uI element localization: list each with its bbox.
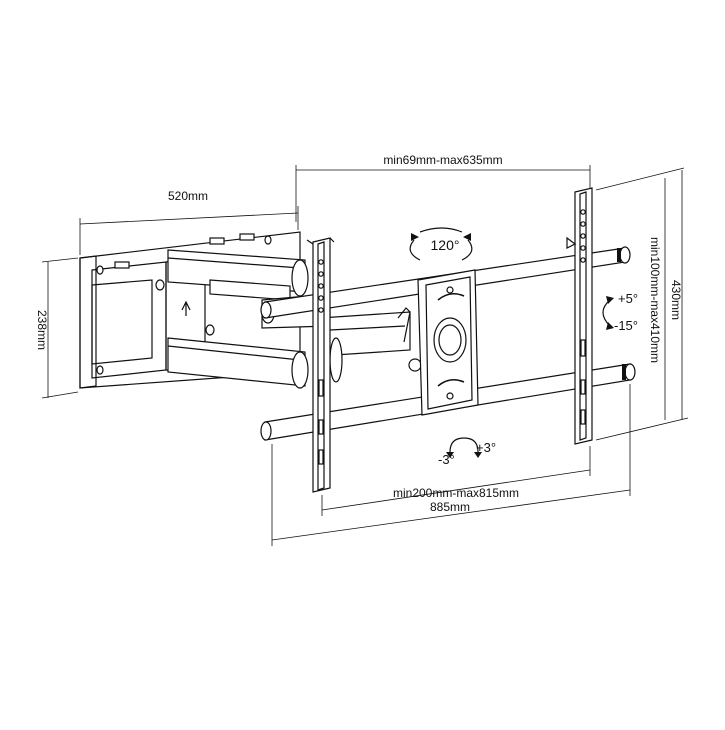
- label-tilt-up: +5°: [618, 291, 638, 306]
- label-430mm: 430mm: [669, 280, 683, 320]
- dimension-520mm: 520mm: [79, 189, 299, 255]
- label-vesa-vertical: min100mm-max410mm: [648, 237, 662, 363]
- dimension-430mm: 430mm: [595, 167, 689, 441]
- swivel-indicator: 120°: [409, 227, 473, 261]
- tilt-indicator: +5° -15°: [602, 291, 638, 333]
- label-extension: min69mm-max635mm: [383, 153, 502, 167]
- label-vesa-horizontal: min200mm-max815mm: [393, 486, 519, 500]
- label-885mm: 885mm: [430, 500, 470, 514]
- center-plate: [417, 269, 479, 416]
- level-indicator: -3° +3°: [438, 437, 496, 467]
- label-520mm: 520mm: [168, 189, 208, 203]
- dimension-vesa-vertical: min100mm-max410mm: [648, 178, 666, 420]
- right-vertical-bracket: [566, 187, 593, 445]
- left-vertical-bracket: [306, 237, 335, 493]
- label-level-right: +3°: [476, 440, 496, 455]
- dimension-238mm: 238mm: [35, 257, 79, 399]
- label-tilt-down: -15°: [614, 318, 638, 333]
- dimension-vesa-horizontal: min200mm-max815mm: [321, 446, 591, 516]
- label-238mm: 238mm: [35, 310, 49, 350]
- label-level-left: -3°: [438, 452, 455, 467]
- dimension-extension: min69mm-max635mm: [295, 153, 591, 222]
- dimension-885mm: 885mm: [271, 384, 631, 546]
- lower-arm: [167, 307, 422, 389]
- label-swivel: 120°: [431, 237, 460, 253]
